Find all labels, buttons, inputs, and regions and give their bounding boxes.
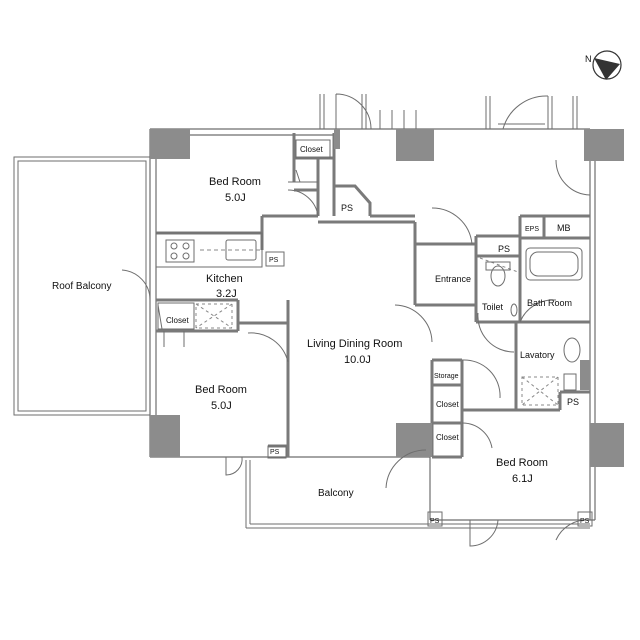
eps-label: EPS <box>525 226 539 233</box>
ps-kitchen-label: PS <box>269 257 279 264</box>
ps-lavatory-label: PS <box>567 397 579 407</box>
toilet-label: Toilet <box>482 302 504 312</box>
ps-balcony-left-label: PS <box>430 518 440 525</box>
room-labels: Roof Balcony Bed Room 5.0J Closet PS Kit… <box>52 145 590 525</box>
doors <box>121 93 591 547</box>
living-dining-label: Living Dining Room <box>307 338 402 350</box>
bed-room-2-size: 5.0J <box>211 400 232 412</box>
bed-room-1-size: 5.0J <box>225 192 246 204</box>
bed-room-3-label: Bed Room <box>496 457 548 469</box>
structural-columns <box>150 129 624 467</box>
bed-room-1-label: Bed Room <box>209 176 261 188</box>
kitchen-counter <box>155 232 263 268</box>
ps-bed2-label: PS <box>270 449 280 456</box>
kitchen-label: Kitchen <box>206 273 243 285</box>
living-dining-size: 10.0J <box>344 354 371 366</box>
roof-balcony-label: Roof Balcony <box>52 281 111 292</box>
entrance-label: Entrance <box>435 274 471 284</box>
bed-room-2-label: Bed Room <box>195 384 247 396</box>
bath-fixtures <box>157 247 583 391</box>
bath-room-label: Bath Room <box>527 298 572 308</box>
compass-letter: N <box>585 54 592 64</box>
bed-room-3-size: 6.1J <box>512 473 533 485</box>
closet-4-label: Closet <box>436 433 459 442</box>
balcony-outline <box>245 460 590 529</box>
ps-balcony-right-label: PS <box>580 518 590 525</box>
top-windows <box>319 94 578 129</box>
balcony-label: Balcony <box>318 488 354 499</box>
ps-1-label: PS <box>341 203 353 213</box>
mb-label: MB <box>557 223 571 233</box>
north-arrow-icon <box>592 50 622 80</box>
storage-label: Storage <box>434 373 459 380</box>
lavatory-label: Lavatory <box>520 350 555 360</box>
ps-entrance-label: PS <box>498 244 510 254</box>
kitchen-size: 3.2J <box>216 288 237 300</box>
closet-1-label: Closet <box>300 145 323 154</box>
closet-2-label: Closet <box>166 316 189 325</box>
ps-boxes <box>157 139 593 527</box>
appliance-spaces <box>195 257 559 406</box>
closet-3-label: Closet <box>436 400 459 409</box>
